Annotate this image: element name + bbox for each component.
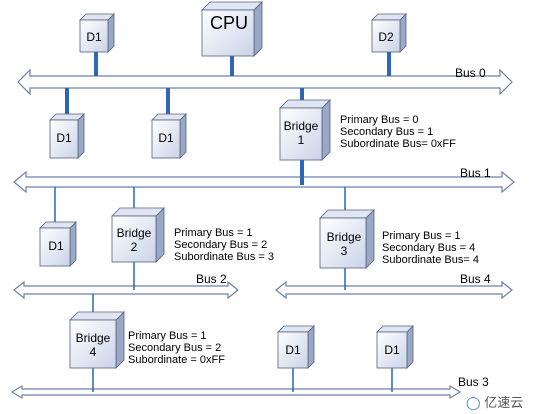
watermark-logo-icon: ◯ xyxy=(466,395,481,410)
bus-4-label: Bus 4 xyxy=(460,272,491,286)
bus1-left-device-d1-box xyxy=(39,221,77,267)
cpu-box xyxy=(201,1,263,57)
bus3-device-d1-box xyxy=(376,325,414,369)
bus-3-arrow xyxy=(10,384,462,400)
bus-0-arrow xyxy=(17,68,513,96)
bus-2-label: Bus 2 xyxy=(196,272,227,286)
bus1-device-d1-label: D1 xyxy=(56,131,72,145)
bus1-device-d1-label: D1 xyxy=(158,131,174,145)
bus-2-arrow xyxy=(13,280,239,300)
bus1-device-d1-box xyxy=(151,113,187,159)
bridge-2-box xyxy=(111,207,165,263)
bus3-device-d1-label: D1 xyxy=(384,343,400,357)
bus-1-arrow xyxy=(13,170,515,194)
top-device-d2-box xyxy=(371,13,407,53)
top-device-d1-box xyxy=(79,13,115,53)
bus-1-label: Bus 1 xyxy=(460,166,491,180)
bridge-4-box xyxy=(69,311,125,369)
bus-0-label: Bus 0 xyxy=(455,66,486,80)
bridge-3-box xyxy=(319,209,375,269)
bus-3-label: Bus 3 xyxy=(458,375,489,389)
bus-4-arrow xyxy=(275,280,513,300)
watermark: ◯ 亿速云 xyxy=(466,395,524,410)
top-device-d1-label: D1 xyxy=(86,30,102,44)
bridge-1-box xyxy=(279,99,331,161)
bus1-device-d1-box xyxy=(49,113,85,159)
top-device-d2-label: D2 xyxy=(378,30,394,44)
cpu-label: CPU xyxy=(209,13,248,33)
device-boxes xyxy=(39,1,414,369)
bus3-device-d1-box xyxy=(277,325,315,369)
bus3-device-d1-label: D1 xyxy=(285,343,301,357)
bus1-left-device-d1-label: D1 xyxy=(48,239,64,253)
